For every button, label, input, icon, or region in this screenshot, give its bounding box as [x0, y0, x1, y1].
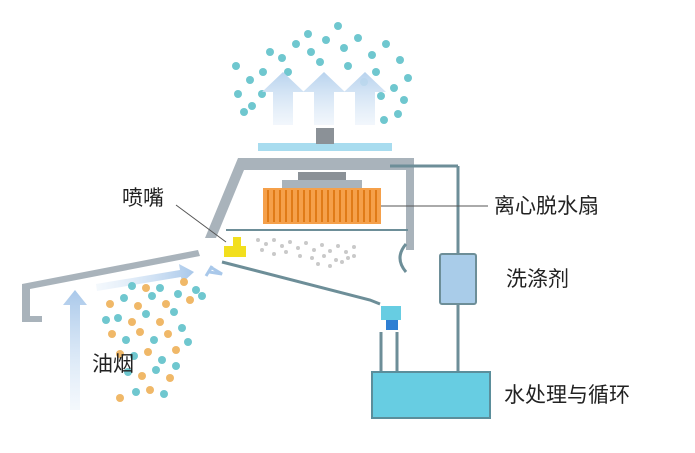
spray-dot-icon: [296, 246, 300, 250]
exhaust-arrows: [262, 72, 386, 125]
spray-mist: [256, 238, 356, 268]
spray-dot-icon: [260, 248, 264, 252]
droplet-icon: [114, 314, 122, 322]
side-curve: [398, 243, 408, 273]
spray-dot-icon: [328, 264, 332, 268]
nozzle-leader: [175, 204, 227, 243]
droplet-icon: [186, 296, 194, 304]
droplet-icon: [180, 278, 188, 286]
droplet-icon: [136, 328, 144, 336]
droplet-icon: [120, 294, 128, 302]
nozzle: [224, 237, 246, 257]
droplet-icon: [192, 286, 200, 294]
droplet-icon: [172, 346, 180, 354]
droplet-icon: [108, 330, 116, 338]
droplet-icon: [198, 292, 206, 300]
droplet-icon: [158, 356, 166, 364]
valve: [381, 306, 401, 330]
droplet-icon: [152, 366, 160, 374]
spray-dot-icon: [272, 252, 276, 256]
spray-dot-icon: [264, 242, 268, 246]
fan-label: 离心脱水扇: [494, 194, 599, 218]
spray-dot-icon: [298, 254, 302, 258]
droplet-icon: [160, 390, 168, 398]
centrifugal-fan: [263, 172, 381, 224]
droplet-icon: [116, 394, 124, 402]
spray-dot-icon: [352, 254, 356, 258]
spray-dot-icon: [336, 244, 340, 248]
spray-dot-icon: [304, 241, 308, 245]
exhaust-droplets: [232, 22, 412, 124]
droplet-icon: [124, 368, 132, 376]
top-vent-plate: [258, 143, 392, 151]
droplet-icon: [128, 318, 136, 326]
droplet-icon: [172, 362, 180, 370]
up-arrow-icon: [262, 72, 304, 125]
spray-dot-icon: [328, 249, 332, 253]
droplet-icon: [148, 292, 156, 300]
droplet-icon: [174, 290, 182, 298]
droplet-icon: [116, 350, 124, 358]
droplet-icon: [184, 338, 192, 346]
spray-dot-icon: [344, 250, 348, 254]
up-arrow-icon: [344, 72, 386, 125]
droplet-icon: [132, 388, 140, 396]
spray-dot-icon: [312, 248, 316, 252]
spray-dot-icon: [322, 254, 326, 258]
droplet-icon: [146, 386, 154, 394]
spray-dot-icon: [352, 245, 356, 249]
droplet-icon: [162, 300, 170, 308]
spray-dot-icon: [346, 256, 350, 260]
droplet-icon: [150, 336, 158, 344]
droplet-icon: [164, 330, 172, 338]
detergent-box: [439, 253, 477, 305]
oil-smoke-particles: [102, 278, 206, 402]
droplet-icon: [134, 302, 142, 310]
drip-tray: [221, 260, 381, 306]
droplet-icon: [166, 374, 174, 382]
droplet-icon: [144, 348, 152, 356]
spray-dot-icon: [272, 238, 276, 242]
nozzle-label: 喷嘴: [122, 186, 164, 210]
spray-dot-icon: [316, 262, 320, 266]
spray-dot-icon: [320, 243, 324, 247]
vent-stem: [316, 128, 334, 144]
droplet-icon: [156, 318, 164, 326]
oil-smoke-label: 油烟: [92, 352, 134, 376]
droplet-icon: [142, 310, 150, 318]
water-treatment-label: 水处理与循环: [504, 383, 630, 407]
droplet-icon: [102, 316, 110, 324]
droplet-icon: [138, 372, 146, 380]
up-arrow-icon: [204, 265, 223, 277]
droplet-icon: [170, 308, 178, 316]
droplet-icon: [106, 300, 114, 308]
water-tank: [371, 371, 491, 419]
up-arrow-icon: [96, 264, 194, 291]
droplet-icon: [142, 284, 150, 292]
up-arrow-icon: [303, 72, 345, 125]
droplet-icon: [130, 352, 138, 360]
up-arrow-icon: [63, 290, 87, 410]
spray-dot-icon: [288, 240, 292, 244]
droplet-icon: [156, 284, 164, 292]
spray-dot-icon: [334, 258, 338, 262]
hood-back-wall: [406, 158, 414, 250]
spray-dot-icon: [256, 238, 260, 242]
detergent-label: 洗涤剂: [506, 267, 569, 291]
droplet-icon: [178, 324, 186, 332]
spray-dot-icon: [280, 244, 284, 248]
inlet-guide: [22, 250, 200, 322]
droplet-icon: [122, 336, 130, 344]
droplet-icon: [128, 282, 136, 290]
spray-dot-icon: [310, 256, 314, 260]
spray-dot-icon: [284, 250, 288, 254]
spray-dot-icon: [340, 260, 344, 264]
